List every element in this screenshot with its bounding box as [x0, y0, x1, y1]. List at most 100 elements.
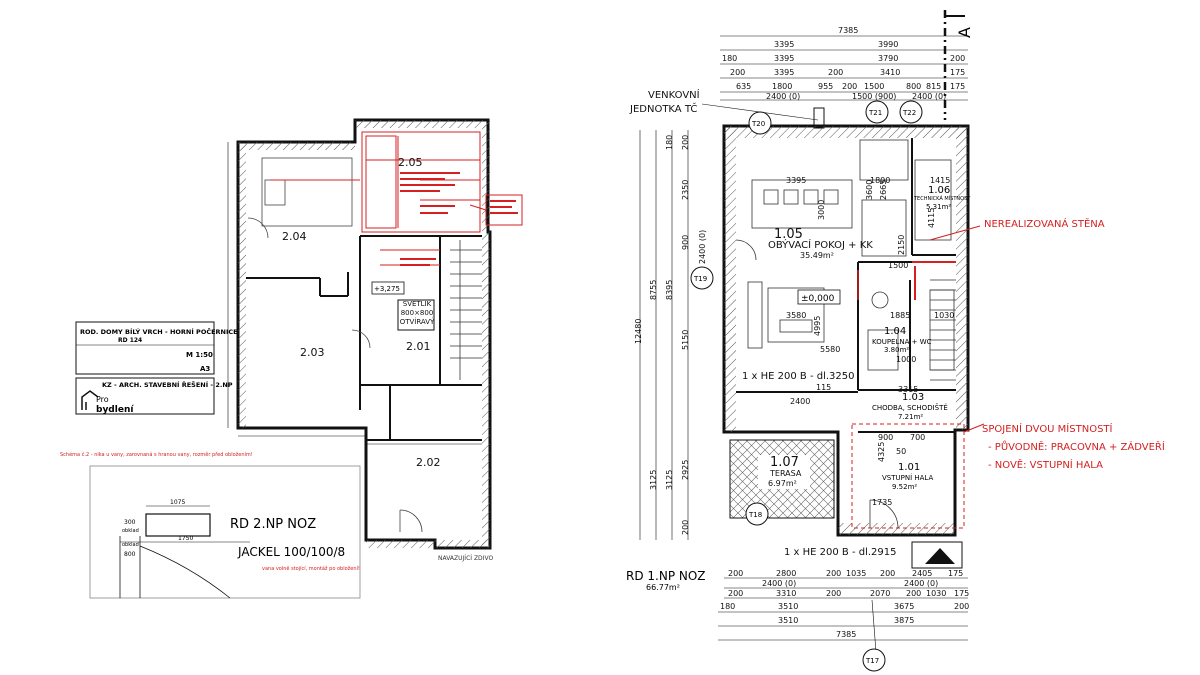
beam-label-1: 1 x HE 200 B - dl.3250: [742, 371, 855, 382]
room-2-01-label: 2.01: [406, 340, 431, 353]
left-dim-180: 180: [665, 135, 674, 150]
bottom-dim-200-c: 200: [880, 569, 895, 578]
inner-dim-1000: 1000: [896, 355, 916, 364]
left-dim-200-a: 200: [681, 135, 690, 150]
corridor-area: 7.21m²: [898, 413, 923, 421]
detail-label-obklad-1: obklad: [122, 528, 139, 534]
top-dim-2400-b: 2400 (0): [912, 92, 946, 101]
top-dim-1500-900: 1500 (900): [852, 92, 896, 101]
left-dim-3125-b: 3125: [665, 470, 674, 490]
bottom-dim-lines: [718, 577, 968, 641]
plan-1np-walls: [722, 124, 970, 537]
detail-dim-300: 300: [124, 519, 136, 526]
terrace-number: 1.07: [770, 455, 799, 470]
top-dim-2400-a: 2400 (0): [766, 92, 800, 101]
bottom-dim-3310: 3310: [776, 589, 796, 598]
plan-2np-dim-ticks: [227, 142, 482, 445]
svg-text:T21: T21: [868, 109, 882, 117]
left-dim-200-b: 200: [681, 520, 690, 535]
plan-1np-inner-walls: [736, 138, 956, 433]
inner-dim-1735: 1735: [872, 498, 892, 507]
bottom-dim-2400-a: 2400 (0): [762, 579, 796, 588]
bathroom-note-lines: [400, 172, 518, 266]
top-dim-175: 175: [950, 68, 965, 77]
inner-dim-1885: 1885: [890, 311, 910, 320]
detail-dim-1750: 1750: [178, 535, 193, 542]
top-dim-175-b: 175: [950, 82, 965, 91]
logo-house-icon: [81, 390, 99, 410]
living-room-name: OBÝVACÍ POKOJ + KK: [768, 238, 873, 251]
inner-dim-3000: 3000: [817, 200, 826, 220]
wall-note: NEREALIZOVANÁ STĚNA: [984, 217, 1105, 230]
room-2-05-label: 2.05: [398, 156, 423, 169]
skylight-box: [397, 299, 435, 331]
top-dim-200-a: 200: [730, 68, 745, 77]
bottom-dim-200-b: 200: [826, 569, 841, 578]
inner-dim-115: 115: [816, 383, 831, 392]
inner-dim-3395: 3395: [786, 176, 806, 185]
tech-room-name: TECHNICKÁ MÍSTNOST: [913, 195, 971, 202]
top-dim-3990: 3990: [878, 40, 898, 49]
bath-room-area: 3.80m²: [884, 346, 909, 354]
outdoor-unit-line1: VENKOVNÍ: [648, 88, 700, 101]
top-dim-lines: [720, 35, 968, 101]
detail-dim-1075: 1075: [170, 499, 185, 506]
inner-dim-1415: 1415: [930, 176, 950, 185]
top-dim-635: 635: [736, 82, 751, 91]
hall-name: VSTUPNÍ HALA: [882, 473, 933, 482]
bottom-dim-1035: 1035: [846, 569, 866, 578]
top-dim-3395-c: 3395: [774, 68, 794, 77]
title-block-unit: RD 124: [118, 337, 142, 344]
tech-room-number: 1.06: [928, 185, 950, 196]
bottom-dim-3510-a: 3510: [778, 602, 798, 611]
merge-note-line2: - NOVĚ: VSTUPNÍ HALA: [988, 458, 1103, 471]
bottom-dim-200-a: 200: [728, 569, 743, 578]
red-redlines: [851, 225, 985, 529]
hall-area: 9.52m²: [892, 483, 917, 491]
inner-dim-1800: 1800: [870, 176, 890, 185]
bottom-dim-200-d: 200: [728, 589, 743, 598]
bottom-dim-7385: 7385: [836, 630, 856, 639]
zero-level-box: [797, 289, 841, 305]
merge-note-title: SPOJENÍ DVOU MÍSTNOSTÍ: [982, 422, 1113, 435]
top-dim-1800: 1800: [772, 82, 792, 91]
left-dim-2400: 2400 (0): [698, 230, 707, 264]
corridor-number: 1.03: [902, 392, 924, 403]
terrace-name: TERASA: [769, 469, 802, 478]
left-dim-3125-a: 3125: [649, 470, 658, 490]
bottom-dim-200-e: 200: [826, 589, 841, 598]
left-dim-2350: 2350: [681, 180, 690, 200]
plan-2np-furniture: [247, 157, 423, 533]
sheet-marker: NAVAZUJÍCÍ ZDIVO: [438, 555, 493, 562]
svg-text:T20: T20: [751, 120, 765, 128]
bottom-dim-3510-b: 3510: [778, 616, 798, 625]
logo-text-top: Pro: [96, 395, 109, 404]
inner-dim-2665: 2665: [879, 180, 888, 200]
level-mark-box: [371, 281, 405, 295]
bottom-dim-2800: 2800: [776, 569, 796, 578]
bottom-dim-1030: 1030: [926, 589, 946, 598]
bath-room-name: KOUPELNA + WC: [872, 338, 932, 346]
plan-1np-furniture: [735, 139, 955, 529]
inner-dim-4115: 4115: [927, 208, 936, 228]
left-dim-8395: 8395: [665, 280, 674, 300]
inner-dim-900: 900: [878, 433, 893, 442]
left-dim-900: 900: [681, 235, 690, 250]
inner-dim-50: 50: [896, 447, 906, 456]
living-room-number: 1.05: [774, 227, 803, 242]
room-2-02-label: 2.02: [416, 456, 441, 469]
left-dim-lines: [639, 130, 689, 540]
terrace-area: 6.97m²: [768, 479, 797, 488]
top-dim-200-b: 200: [828, 68, 843, 77]
bath-niche-detail: Schéma č.2 - nika u vany, zarovnaná s hr…: [60, 451, 361, 599]
left-dim-8755: 8755: [649, 280, 658, 300]
top-dim-815: 815: [926, 82, 941, 91]
skylight-label: SVĚTLÍK 800×800 OTVÍRAVÝ: [399, 300, 435, 326]
plan-1np-stairs: [930, 279, 956, 381]
inner-dim-2150: 2150: [897, 235, 906, 255]
bottom-dim-200-f: 200: [906, 589, 921, 598]
top-dim-180: 180: [722, 54, 737, 63]
bottom-dim-2405: 2405: [912, 569, 932, 578]
logo-text-bottom: bydlení: [96, 405, 134, 415]
